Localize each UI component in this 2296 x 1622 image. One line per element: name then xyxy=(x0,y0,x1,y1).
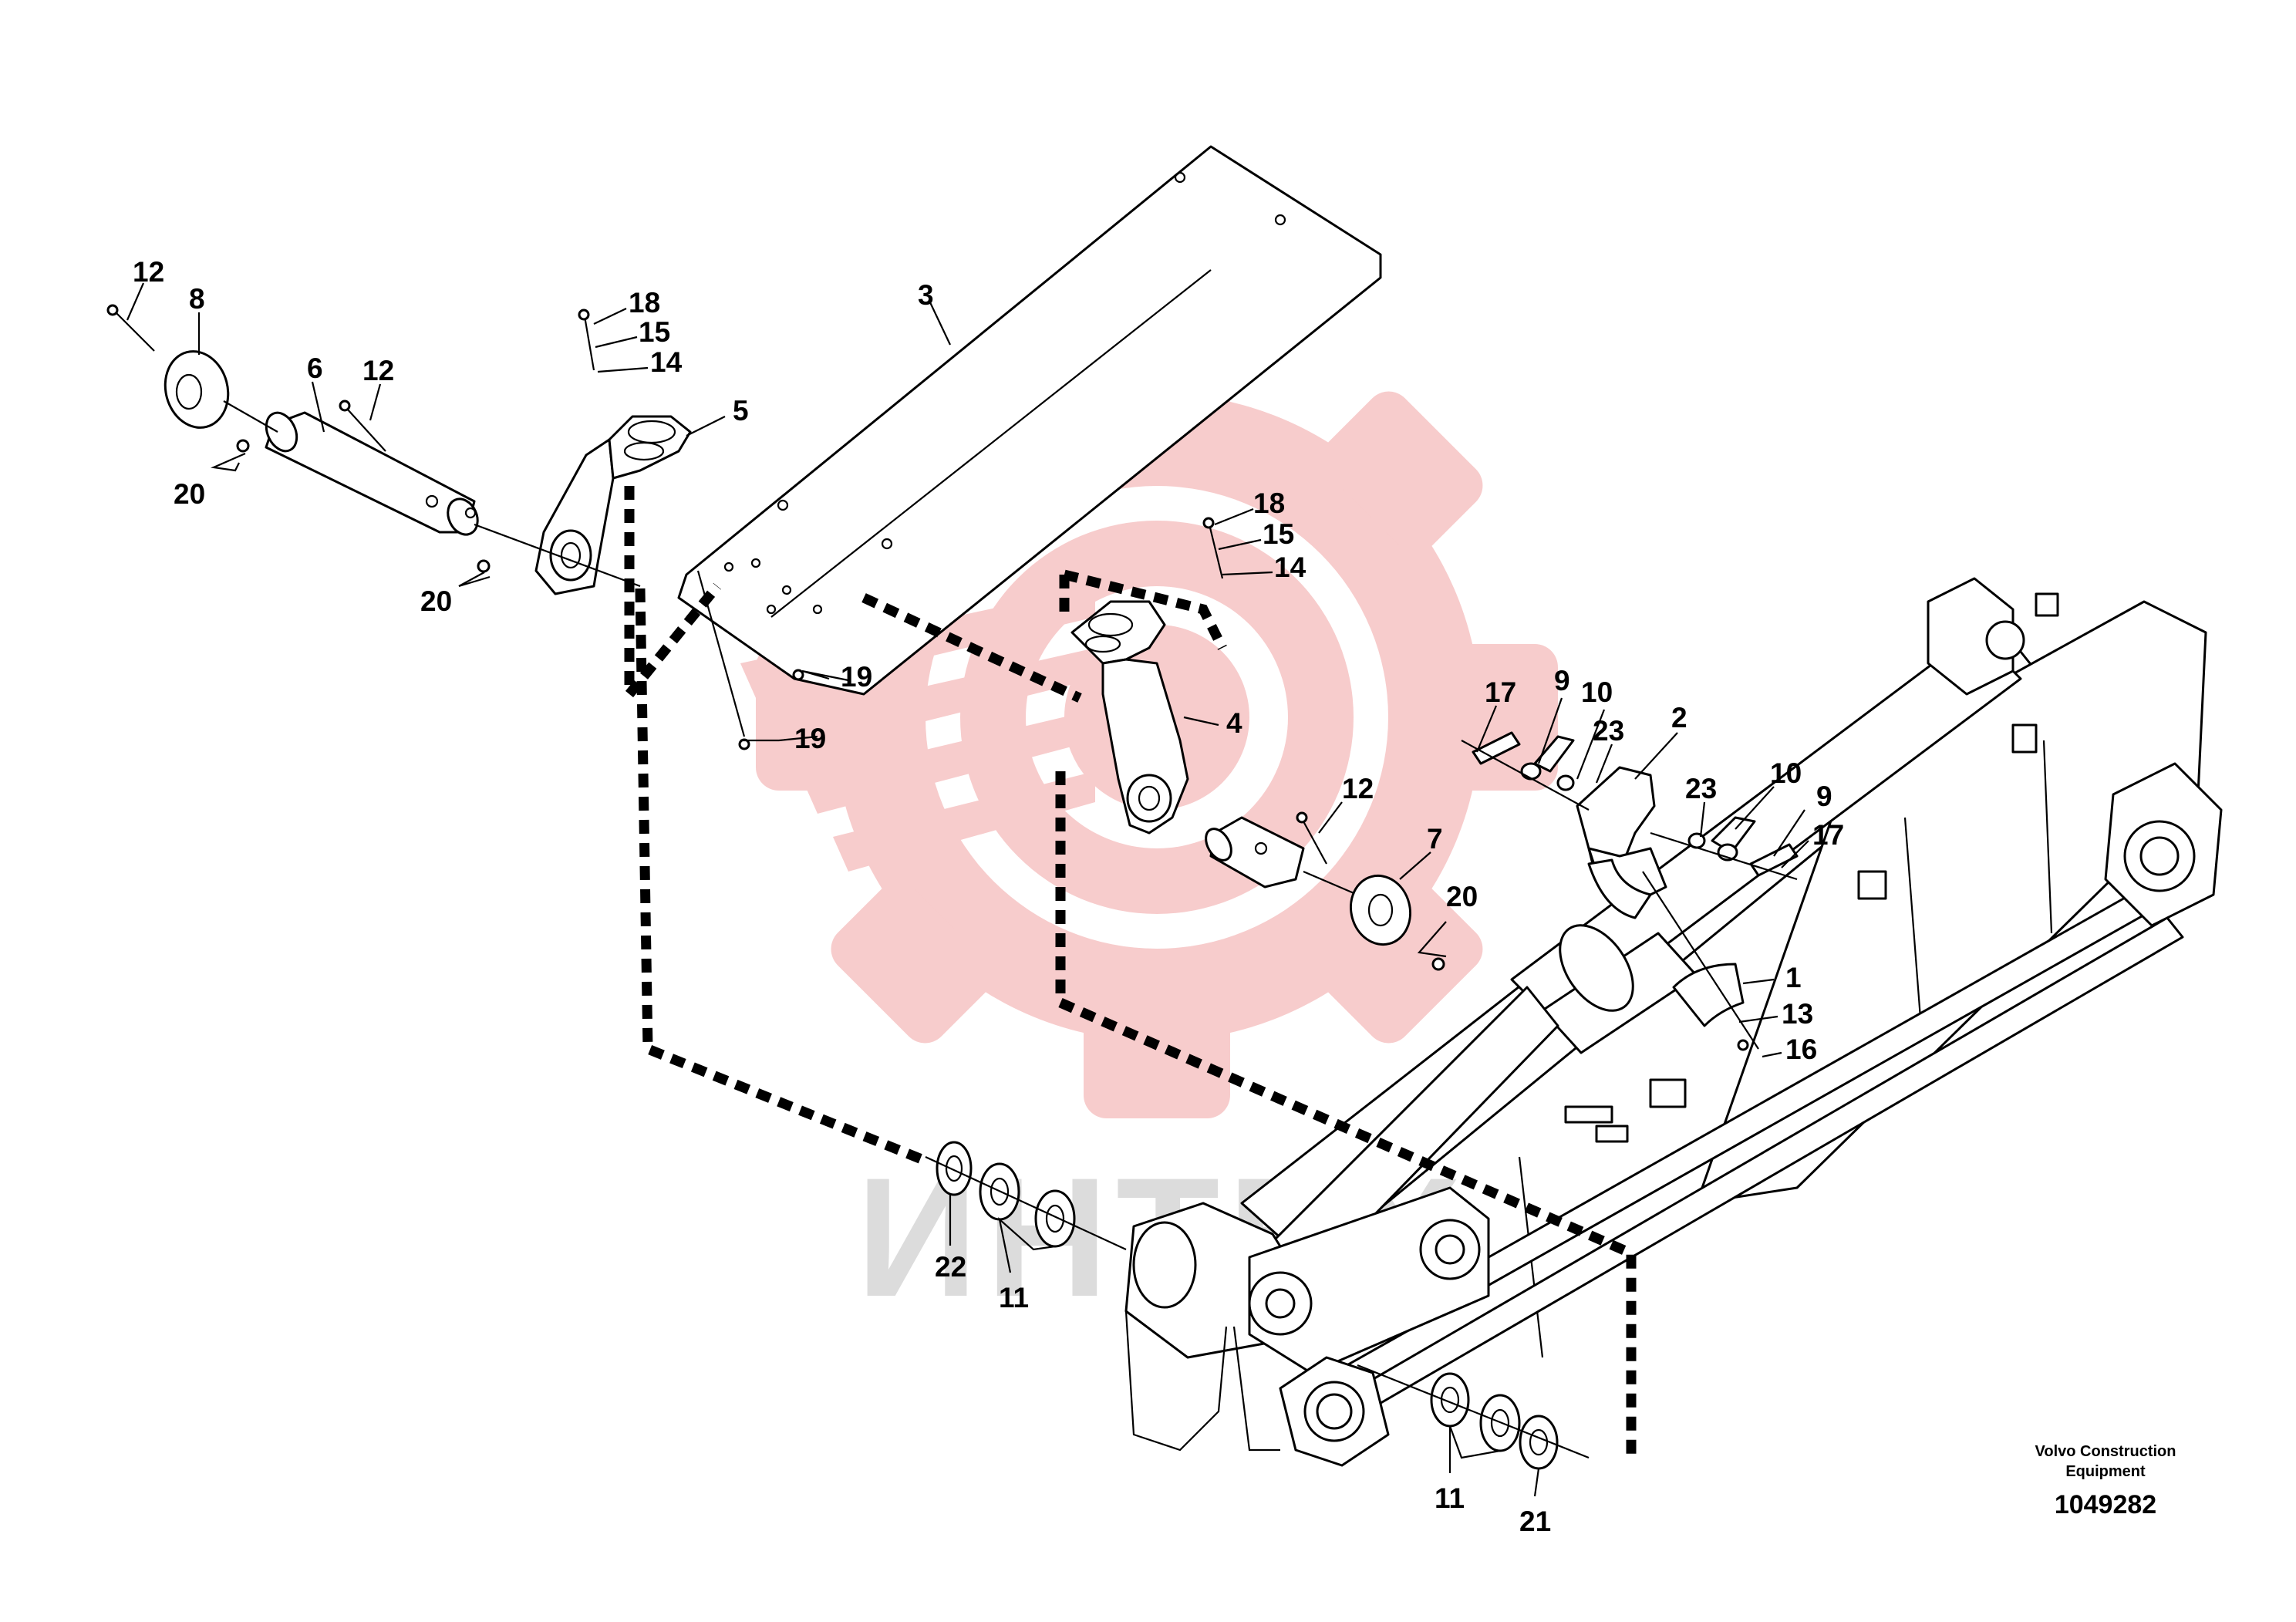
callout-17: 17 xyxy=(1812,819,1844,851)
callout-7: 7 xyxy=(1427,823,1443,855)
part-3-cover-plate xyxy=(677,145,1382,696)
callout-19: 19 xyxy=(841,661,872,693)
callout-20: 20 xyxy=(174,478,205,510)
callout-20: 20 xyxy=(1446,881,1478,912)
callout-5: 5 xyxy=(733,395,749,427)
callout-14: 14 xyxy=(1274,551,1306,583)
callout-2: 2 xyxy=(1671,702,1687,733)
callout-9: 9 xyxy=(1816,781,1832,812)
callout-11: 11 xyxy=(999,1282,1029,1313)
callout-22: 22 xyxy=(935,1251,966,1283)
callout-19: 19 xyxy=(794,723,826,754)
leader-lines xyxy=(126,282,1809,1497)
callout-10: 10 xyxy=(1581,676,1613,708)
callout-15: 15 xyxy=(639,316,670,348)
callout-23: 23 xyxy=(1685,773,1717,804)
callout-21: 21 xyxy=(1519,1506,1551,1537)
callout-12: 12 xyxy=(362,355,394,386)
callout-18: 18 xyxy=(629,287,660,319)
callout-14: 14 xyxy=(650,346,683,378)
washers xyxy=(925,1141,1590,1470)
part-8-collar xyxy=(164,350,278,433)
callout-12: 12 xyxy=(133,256,164,288)
manufacturer-line-1: Volvo Construction xyxy=(2035,1443,2176,1460)
drawing-number: 1049282 xyxy=(2055,1490,2156,1519)
callout-18: 18 xyxy=(1253,487,1285,519)
callout-16: 16 xyxy=(1785,1034,1817,1065)
callout-numbers: 12 8 6 12 20 20 18 15 14 5 3 19 19 18 15… xyxy=(133,256,1844,1537)
callout-12: 12 xyxy=(1342,773,1374,804)
callout-4: 4 xyxy=(1226,707,1242,739)
bolts xyxy=(106,304,1749,1051)
part-6-pin xyxy=(265,411,641,588)
callout-15: 15 xyxy=(1263,518,1294,550)
clamp-group xyxy=(1461,731,1799,1050)
callout-8: 8 xyxy=(189,283,205,315)
footer: Volvo Construction Equipment 1049282 xyxy=(2035,1443,2176,1519)
callout-11: 11 xyxy=(1435,1482,1465,1514)
boom-arm-assembly xyxy=(1124,577,2223,1467)
manufacturer-line-2: Equipment xyxy=(2065,1463,2146,1480)
callout-3: 3 xyxy=(918,279,934,311)
part-5-bracket xyxy=(534,415,692,595)
callout-6: 6 xyxy=(307,352,323,384)
part-4-bracket xyxy=(1070,600,1189,835)
callout-10: 10 xyxy=(1770,757,1802,789)
callout-20: 20 xyxy=(420,585,452,617)
callout-23: 23 xyxy=(1593,715,1624,747)
assembly-guide-lines xyxy=(624,486,1637,1458)
callout-13: 13 xyxy=(1782,998,1813,1030)
part-7-collar xyxy=(1205,816,1412,946)
callout-9: 9 xyxy=(1554,665,1570,696)
callout-1: 1 xyxy=(1785,962,1802,993)
callout-17: 17 xyxy=(1485,676,1516,708)
